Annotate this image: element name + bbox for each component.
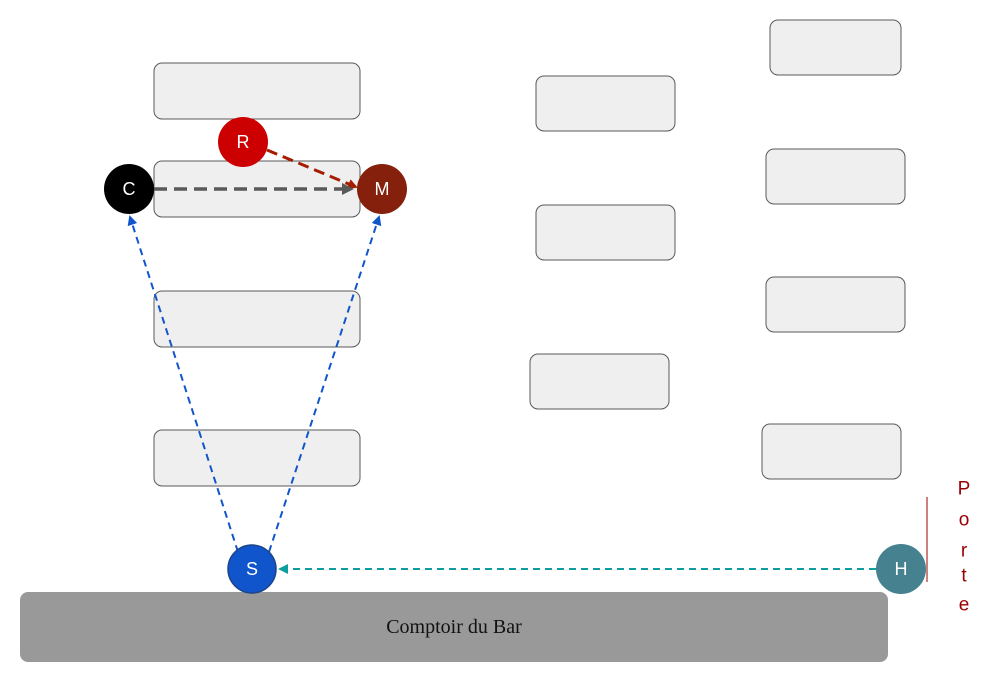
door-letter-t: t [961,566,967,587]
node-s-circle [227,544,277,594]
bar-counter [20,592,888,662]
node-h-circle [876,544,926,594]
table-middle-1 [535,75,676,132]
table-middle-2 [535,204,676,261]
table-right-1 [769,19,902,76]
node-m: M [357,164,407,214]
table-middle-3 [529,353,670,410]
node-r: R [218,117,268,167]
node-c-circle [104,164,154,214]
table-right-4 [761,423,902,480]
bar-counter-label: Comptoir du Bar [386,616,522,638]
table-left-3 [153,290,361,348]
arrow-s-to-c [127,215,239,553]
node-c-label: C [123,179,136,199]
table-right-3 [765,276,906,333]
door-letter-r: r [961,541,968,562]
node-h-label: H [895,559,908,579]
table-right-2 [765,148,906,205]
table-left-4 [153,429,361,487]
node-h: H [876,544,926,594]
node-m-label: M [375,179,390,199]
node-m-circle [357,164,407,214]
table-left-1 [153,62,361,120]
arrow-s-to-m [268,215,382,553]
node-s-label: S [246,559,258,579]
door-letter-o: o [959,510,970,531]
node-s: S [227,544,277,594]
node-c: C [104,164,154,214]
node-r-circle [218,117,268,167]
node-r-label: R [237,132,250,152]
door-letter-p: P [958,479,971,500]
door-letter-e: e [959,595,970,616]
